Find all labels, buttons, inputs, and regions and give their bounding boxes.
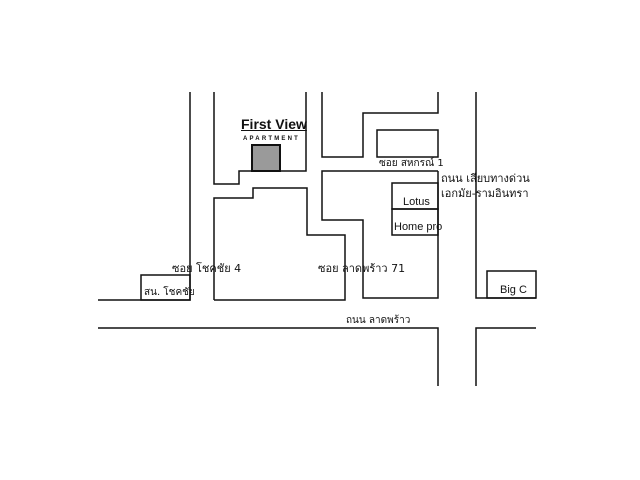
bigc-box — [486, 270, 537, 299]
road-edge — [213, 92, 307, 185]
road-edge — [213, 187, 346, 301]
label-soi-chokchai: ซอย โชคชัย 4 — [172, 262, 242, 275]
label-bigc: Big C — [500, 284, 527, 296]
label-lotus: Lotus — [403, 196, 430, 208]
road-edge — [98, 327, 439, 386]
apartment-building — [251, 144, 281, 172]
apartment-title: First View — [241, 116, 307, 132]
road-edge — [321, 170, 439, 299]
label-soi-ladprao: ซอย ลาดพร้าว 71 — [318, 262, 406, 275]
label-expressway-1: ถนน เลียบทางด่วน — [441, 172, 530, 185]
road-edge — [475, 327, 536, 386]
label-homepro: Home pro — [394, 221, 443, 233]
label-ladprao-road: ถนน ลาดพร้าว — [346, 315, 411, 326]
label-expressway-2: เอกมัย-รามอินทรา — [441, 187, 529, 200]
label-police-station: สน. โชคชัย — [144, 287, 195, 298]
police-station-box — [140, 274, 191, 301]
label-soi-sahakorn: ซอย สหกรณ์ 1 — [379, 158, 444, 169]
sahakorn-block — [376, 129, 439, 158]
homepro-box — [391, 208, 439, 236]
road-edge — [321, 92, 439, 158]
apartment-subtitle: APARTMENT — [243, 136, 301, 142]
